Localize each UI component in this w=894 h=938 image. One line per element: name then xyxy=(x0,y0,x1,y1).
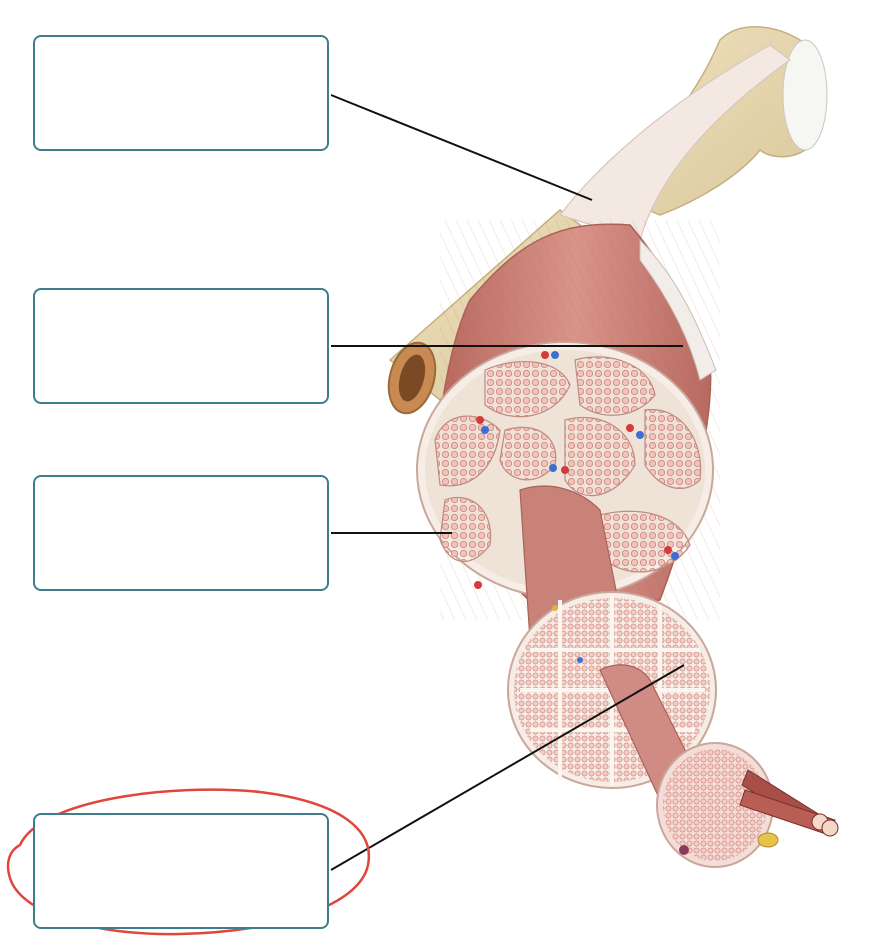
label-1-text xyxy=(35,37,327,57)
label-box-4[interactable] xyxy=(33,813,329,929)
highlight-circle xyxy=(6,788,371,936)
leader-line-1 xyxy=(330,94,593,201)
label-4-text xyxy=(35,815,327,835)
label-box-3[interactable] xyxy=(33,475,329,591)
label-3-text xyxy=(35,477,327,497)
label-box-2[interactable] xyxy=(33,288,329,404)
leader-line-4 xyxy=(330,664,685,871)
myofibrils xyxy=(739,769,839,837)
label-2-text xyxy=(35,290,327,310)
label-box-1[interactable] xyxy=(33,35,329,151)
myofibril-cross-section xyxy=(656,742,779,868)
tendon xyxy=(558,44,792,241)
fascicle-cross-section xyxy=(416,341,714,599)
leader-lines xyxy=(330,94,685,871)
